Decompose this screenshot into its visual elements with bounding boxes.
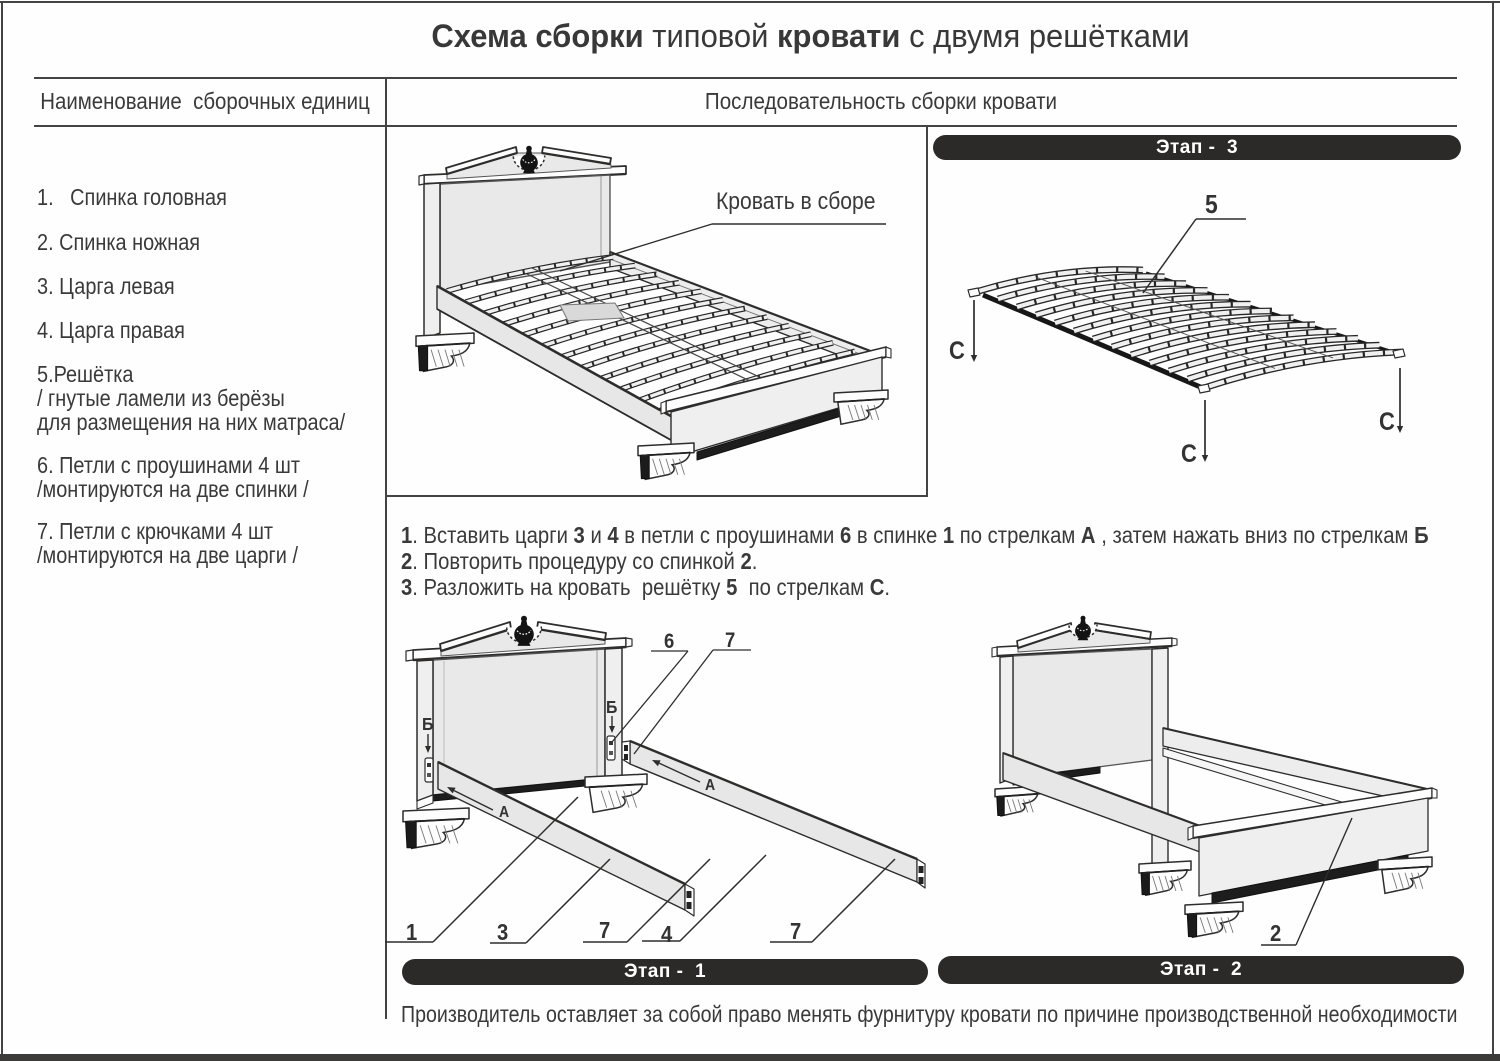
svg-text:А: А <box>499 803 509 821</box>
svg-text:C: C <box>1181 440 1197 468</box>
svg-text:7: 7 <box>725 629 735 652</box>
svg-text:Б: Б <box>422 714 433 734</box>
svg-text:4: 4 <box>661 921 672 948</box>
svg-text:Б: Б <box>606 697 617 717</box>
svg-text:C: C <box>1379 408 1395 436</box>
svg-text:6: 6 <box>664 630 674 653</box>
svg-text:5: 5 <box>1205 191 1218 220</box>
svg-text:3: 3 <box>497 919 508 946</box>
svg-text:2: 2 <box>1270 920 1281 947</box>
svg-text:1: 1 <box>406 919 417 946</box>
svg-text:А: А <box>705 776 715 794</box>
svg-text:7: 7 <box>599 917 610 944</box>
svg-text:C: C <box>949 337 965 365</box>
svg-text:Кровать в сборе: Кровать в сборе <box>716 188 876 215</box>
svg-text:7: 7 <box>790 918 801 945</box>
